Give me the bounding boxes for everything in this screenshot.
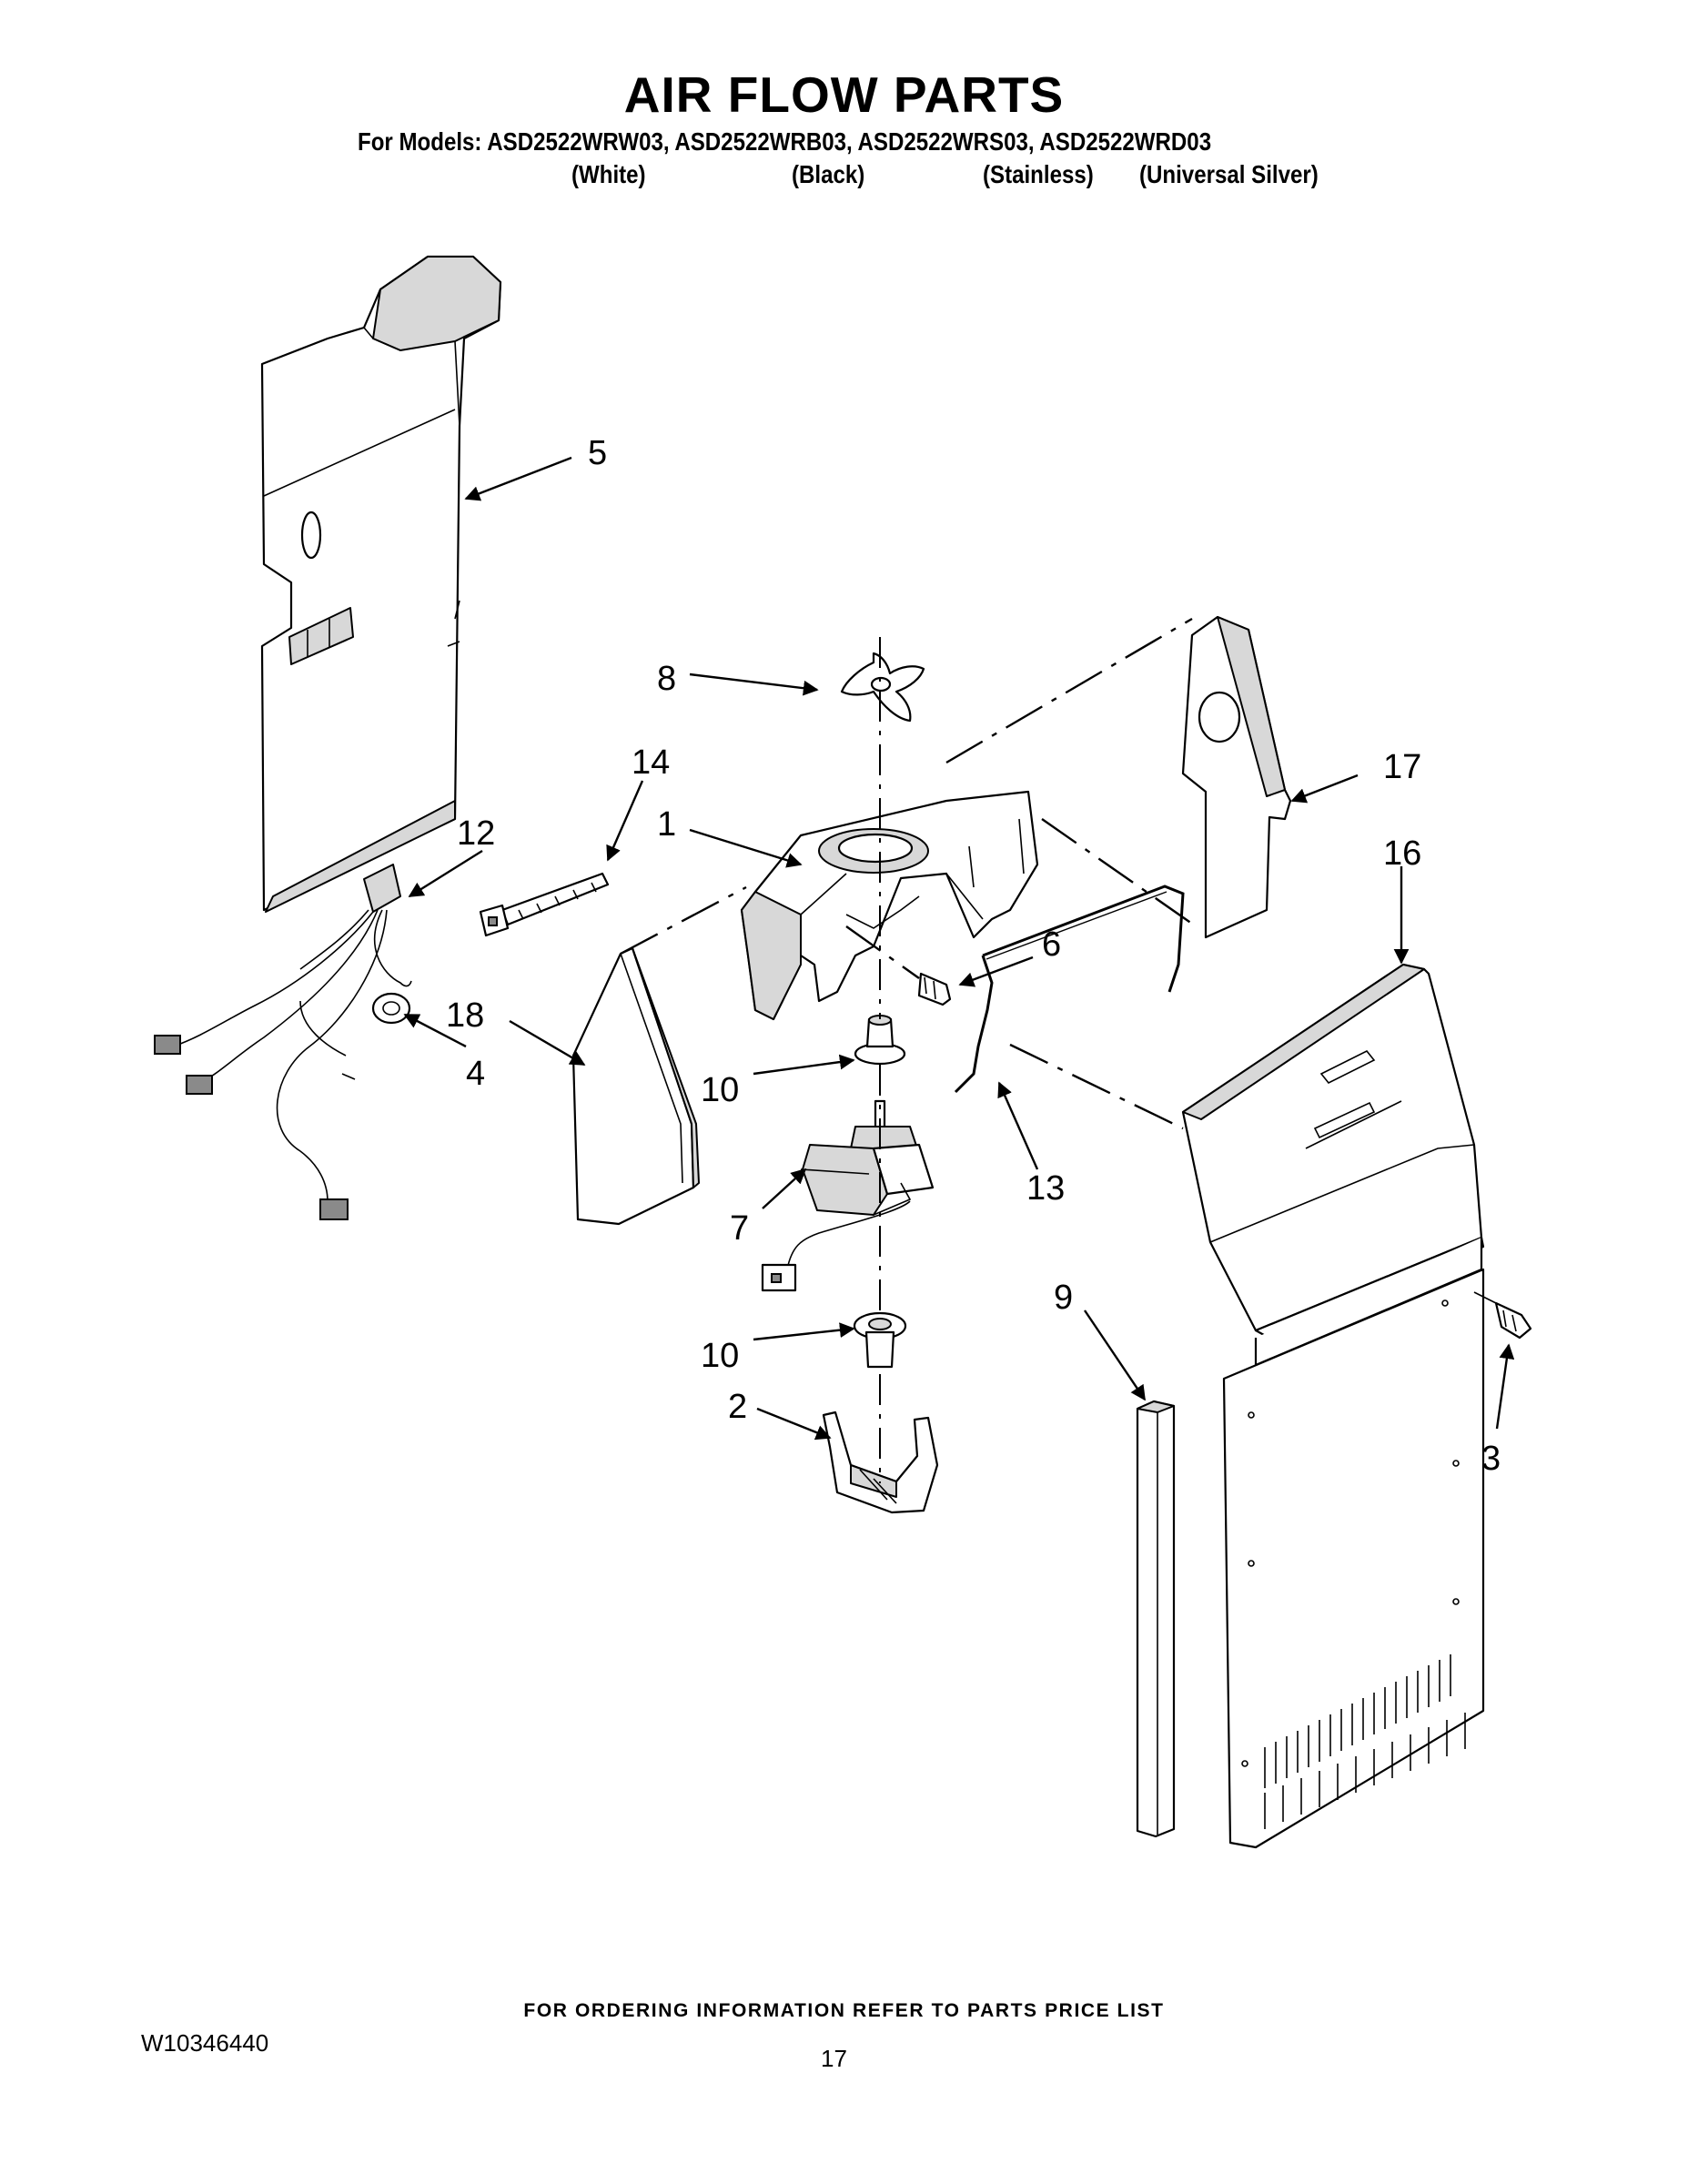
callout-9: 9 (1054, 1279, 1073, 1317)
callout-17: 17 (1383, 748, 1421, 786)
callout-8: 8 (657, 660, 676, 698)
part-6-screw (917, 972, 952, 1006)
alignment-lines (620, 617, 1193, 1483)
document-number: W10346440 (141, 2029, 269, 2057)
callout-5: 5 (588, 434, 607, 472)
callout-12: 12 (457, 814, 495, 853)
callout-2: 2 (728, 1388, 747, 1426)
callout-10-upper: 10 (701, 1071, 739, 1109)
variant-stainless: (Stainless) (983, 160, 1094, 188)
part-16-evaporator-cover (1181, 963, 1485, 1849)
callout-14: 14 (632, 743, 670, 782)
part-10-lower-grommet (853, 1311, 907, 1369)
part-7-fan-motor (761, 1099, 935, 1292)
part-8-fan-blade (840, 652, 925, 723)
part-10-upper-grommet (854, 1015, 906, 1066)
callout-1: 1 (657, 805, 676, 844)
ordering-note: FOR ORDERING INFORMATION REFER TO PARTS … (523, 2000, 1165, 2021)
callout-4: 4 (466, 1055, 485, 1093)
callout-6: 6 (1042, 925, 1061, 964)
leader-lines (403, 456, 1515, 1441)
part-5-duct-cover (260, 255, 502, 913)
part-12-wire-harness (154, 864, 412, 1220)
part-18-foam-block (571, 946, 700, 1226)
part-2-motor-bracket (822, 1410, 939, 1514)
part-9-foam-strip (1136, 1400, 1176, 1838)
callout-10-lower: 10 (701, 1337, 739, 1375)
part-4-grommet (371, 992, 411, 1025)
part-1-fan-housing (740, 790, 1039, 1021)
page-number: 17 (821, 2045, 847, 2072)
callout-7: 7 (730, 1209, 749, 1248)
part-14-cable-tie (479, 872, 610, 937)
part-13-wire-support (954, 885, 1185, 1094)
part-3-screw (1473, 1291, 1532, 1340)
callout-18: 18 (446, 996, 484, 1035)
callout-13: 13 (1026, 1169, 1065, 1208)
variant-universal-silver: (Universal Silver) (1139, 160, 1319, 188)
part-17-foam-block (1181, 615, 1292, 939)
callout-labels: 1 2 3 4 5 6 7 8 9 10 10 12 13 14 16 17 1… (446, 434, 1501, 1478)
variant-black: (Black) (792, 160, 865, 188)
callout-3: 3 (1481, 1440, 1501, 1478)
variant-white: (White) (571, 160, 646, 188)
callout-16: 16 (1383, 834, 1421, 873)
model-list: For Models: ASD2522WRW03, ASD2522WRB03, … (358, 127, 1212, 156)
page-title: AIR FLOW PARTS (623, 66, 1065, 123)
